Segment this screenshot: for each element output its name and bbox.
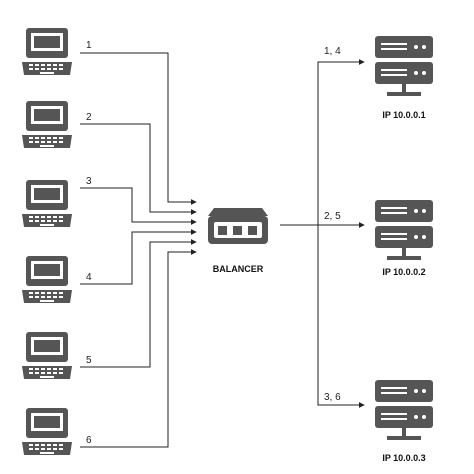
client-4-label: 4	[86, 272, 92, 283]
server-2-link-label: 2, 5	[324, 211, 341, 222]
server-1-rack-icon	[375, 36, 433, 96]
client-1-label: 1	[86, 40, 92, 51]
client-3-laptop-icon	[22, 180, 72, 227]
client-1-connector	[80, 52, 197, 205]
server-3-link-label: 3, 6	[324, 392, 341, 403]
client-2-label: 2	[86, 112, 92, 123]
client-6-laptop-icon	[22, 408, 72, 455]
client-4-connector	[80, 229, 197, 285]
client-2-laptop-icon	[22, 101, 72, 148]
server-3-rack-icon	[375, 380, 433, 440]
client-5-laptop-icon	[22, 332, 72, 379]
balancer-label: BALANCER	[213, 264, 264, 274]
server-2-rack-icon	[375, 200, 433, 260]
client-5-label: 5	[86, 355, 92, 366]
client-2-connector	[80, 123, 197, 215]
client-6-label: 6	[86, 435, 92, 446]
balancer-router-icon	[208, 208, 268, 244]
server-1-connector	[280, 59, 365, 226]
client-4-laptop-icon	[22, 256, 72, 303]
server-2-ip-label: IP 10.0.0.2	[382, 267, 425, 277]
client-3-connector	[80, 187, 197, 225]
server-3-ip-label: IP 10.0.0.3	[382, 453, 425, 463]
client-5-connector	[80, 239, 197, 368]
client-6-connector	[80, 249, 197, 448]
client-1-laptop-icon	[22, 28, 72, 75]
server-3-connector	[317, 225, 365, 408]
server-1-link-label: 1, 4	[324, 46, 341, 57]
server-1-ip-label: IP 10.0.0.1	[382, 110, 425, 120]
client-3-label: 3	[86, 176, 92, 187]
